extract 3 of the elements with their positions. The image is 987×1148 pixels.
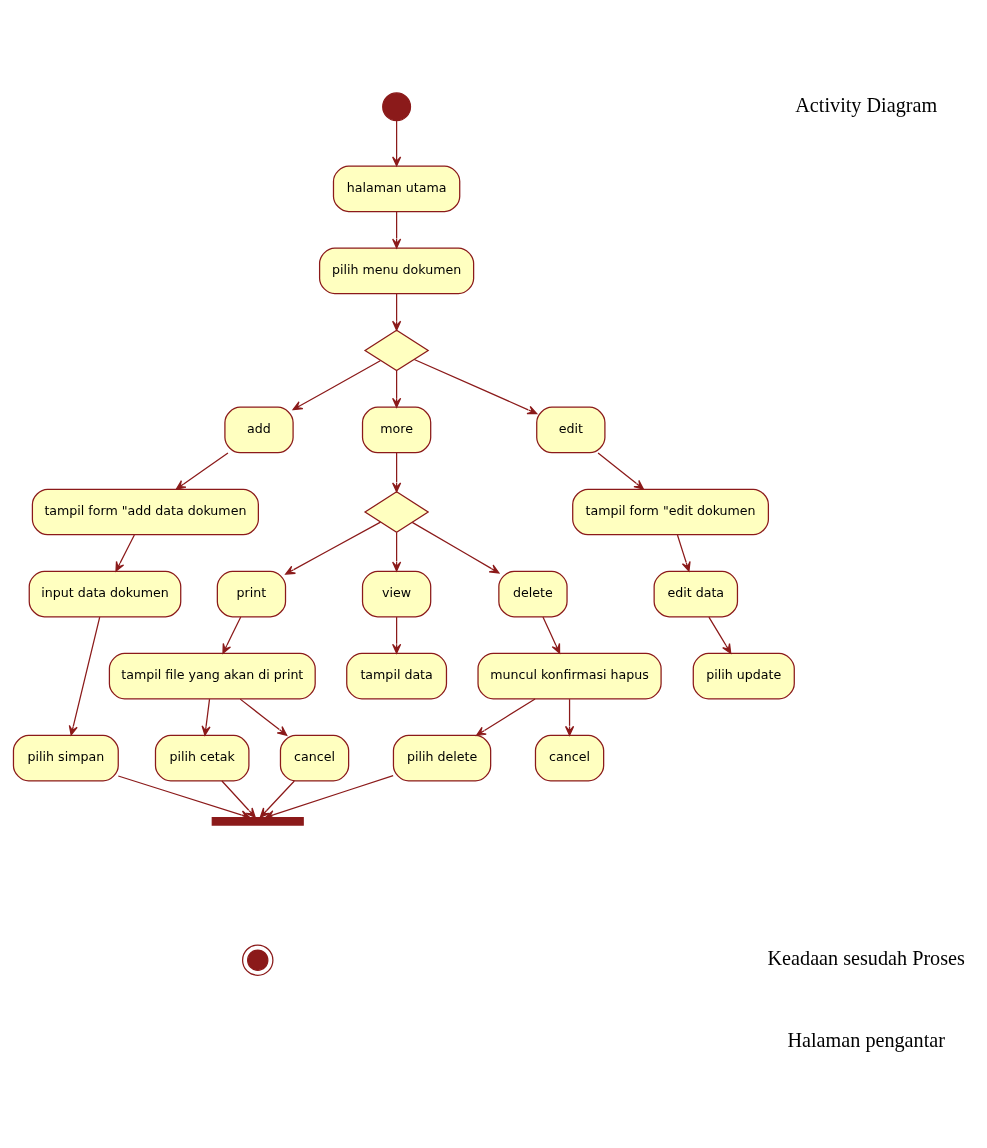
label: Halaman pengantar <box>787 1028 945 1051</box>
label: Activity Diagram <box>795 93 938 116</box>
label: Keadaan sesudah Proses <box>767 946 965 969</box>
